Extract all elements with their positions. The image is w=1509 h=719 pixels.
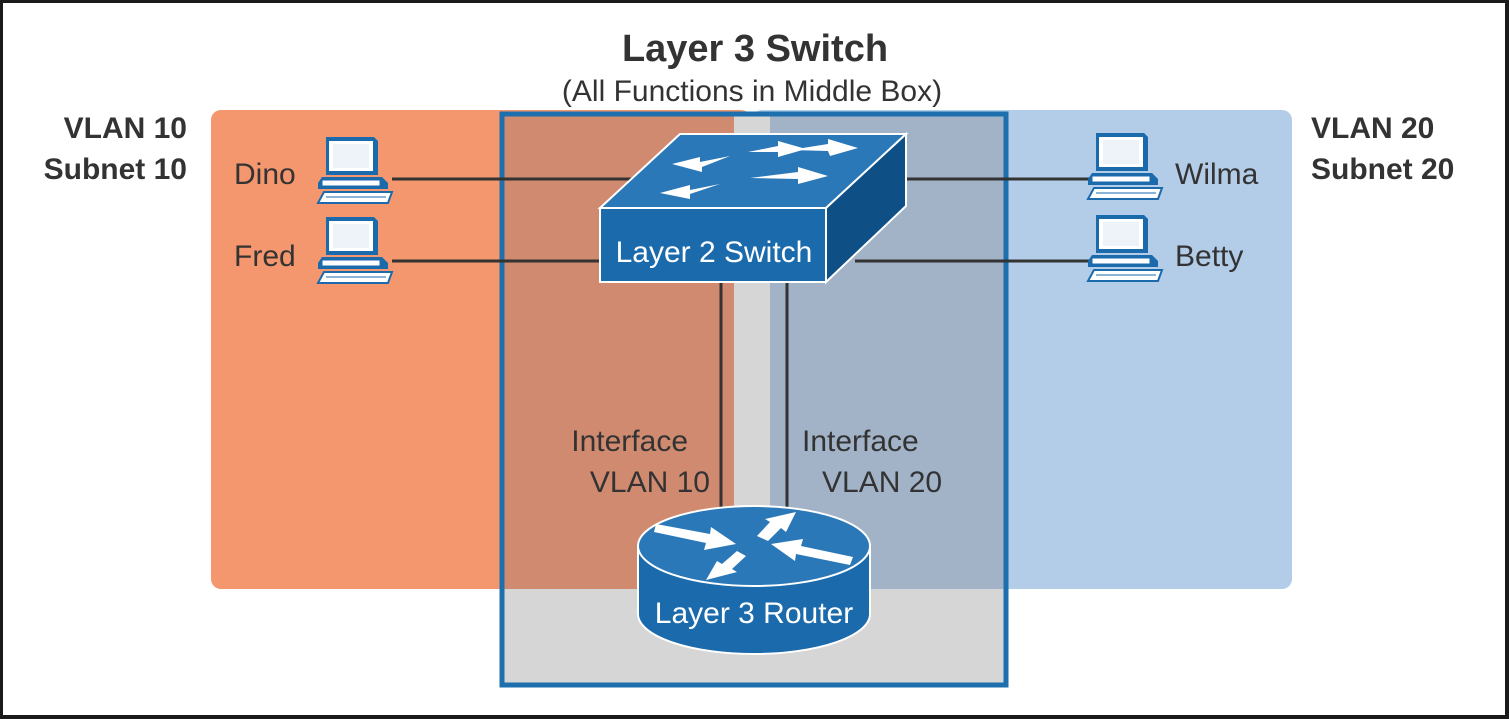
vlan20-label: VLAN 20 xyxy=(1311,112,1434,145)
subnet10-label: Subnet 10 xyxy=(44,153,187,186)
interface-vlan10-line2: VLAN 10 xyxy=(590,466,710,499)
host-label-betty: Betty xyxy=(1175,240,1243,273)
switch-label: Layer 2 Switch xyxy=(616,236,813,269)
host-label-fred: Fred xyxy=(234,240,296,273)
diagram-frame: Layer 3 Switch (All Functions in Middle … xyxy=(3,3,1505,715)
diagram-subtitle: (All Functions in Middle Box) xyxy=(562,75,942,108)
layer3-router-icon xyxy=(637,505,871,655)
middle-box-border xyxy=(499,111,1009,688)
host-label-wilma: Wilma xyxy=(1175,158,1259,191)
host-label-dino: Dino xyxy=(234,158,296,191)
layer2-switch-icon xyxy=(597,131,909,285)
interface-vlan10-line1: Interface xyxy=(571,425,688,458)
subnet20-label: Subnet 20 xyxy=(1311,153,1454,186)
interface-vlan20-line1: Interface xyxy=(802,425,919,458)
interface-vlan20-line2: VLAN 20 xyxy=(822,466,942,499)
vlan10-label: VLAN 10 xyxy=(64,112,187,145)
diagram-title: Layer 3 Switch xyxy=(622,28,888,70)
router-label: Layer 3 Router xyxy=(655,597,853,630)
